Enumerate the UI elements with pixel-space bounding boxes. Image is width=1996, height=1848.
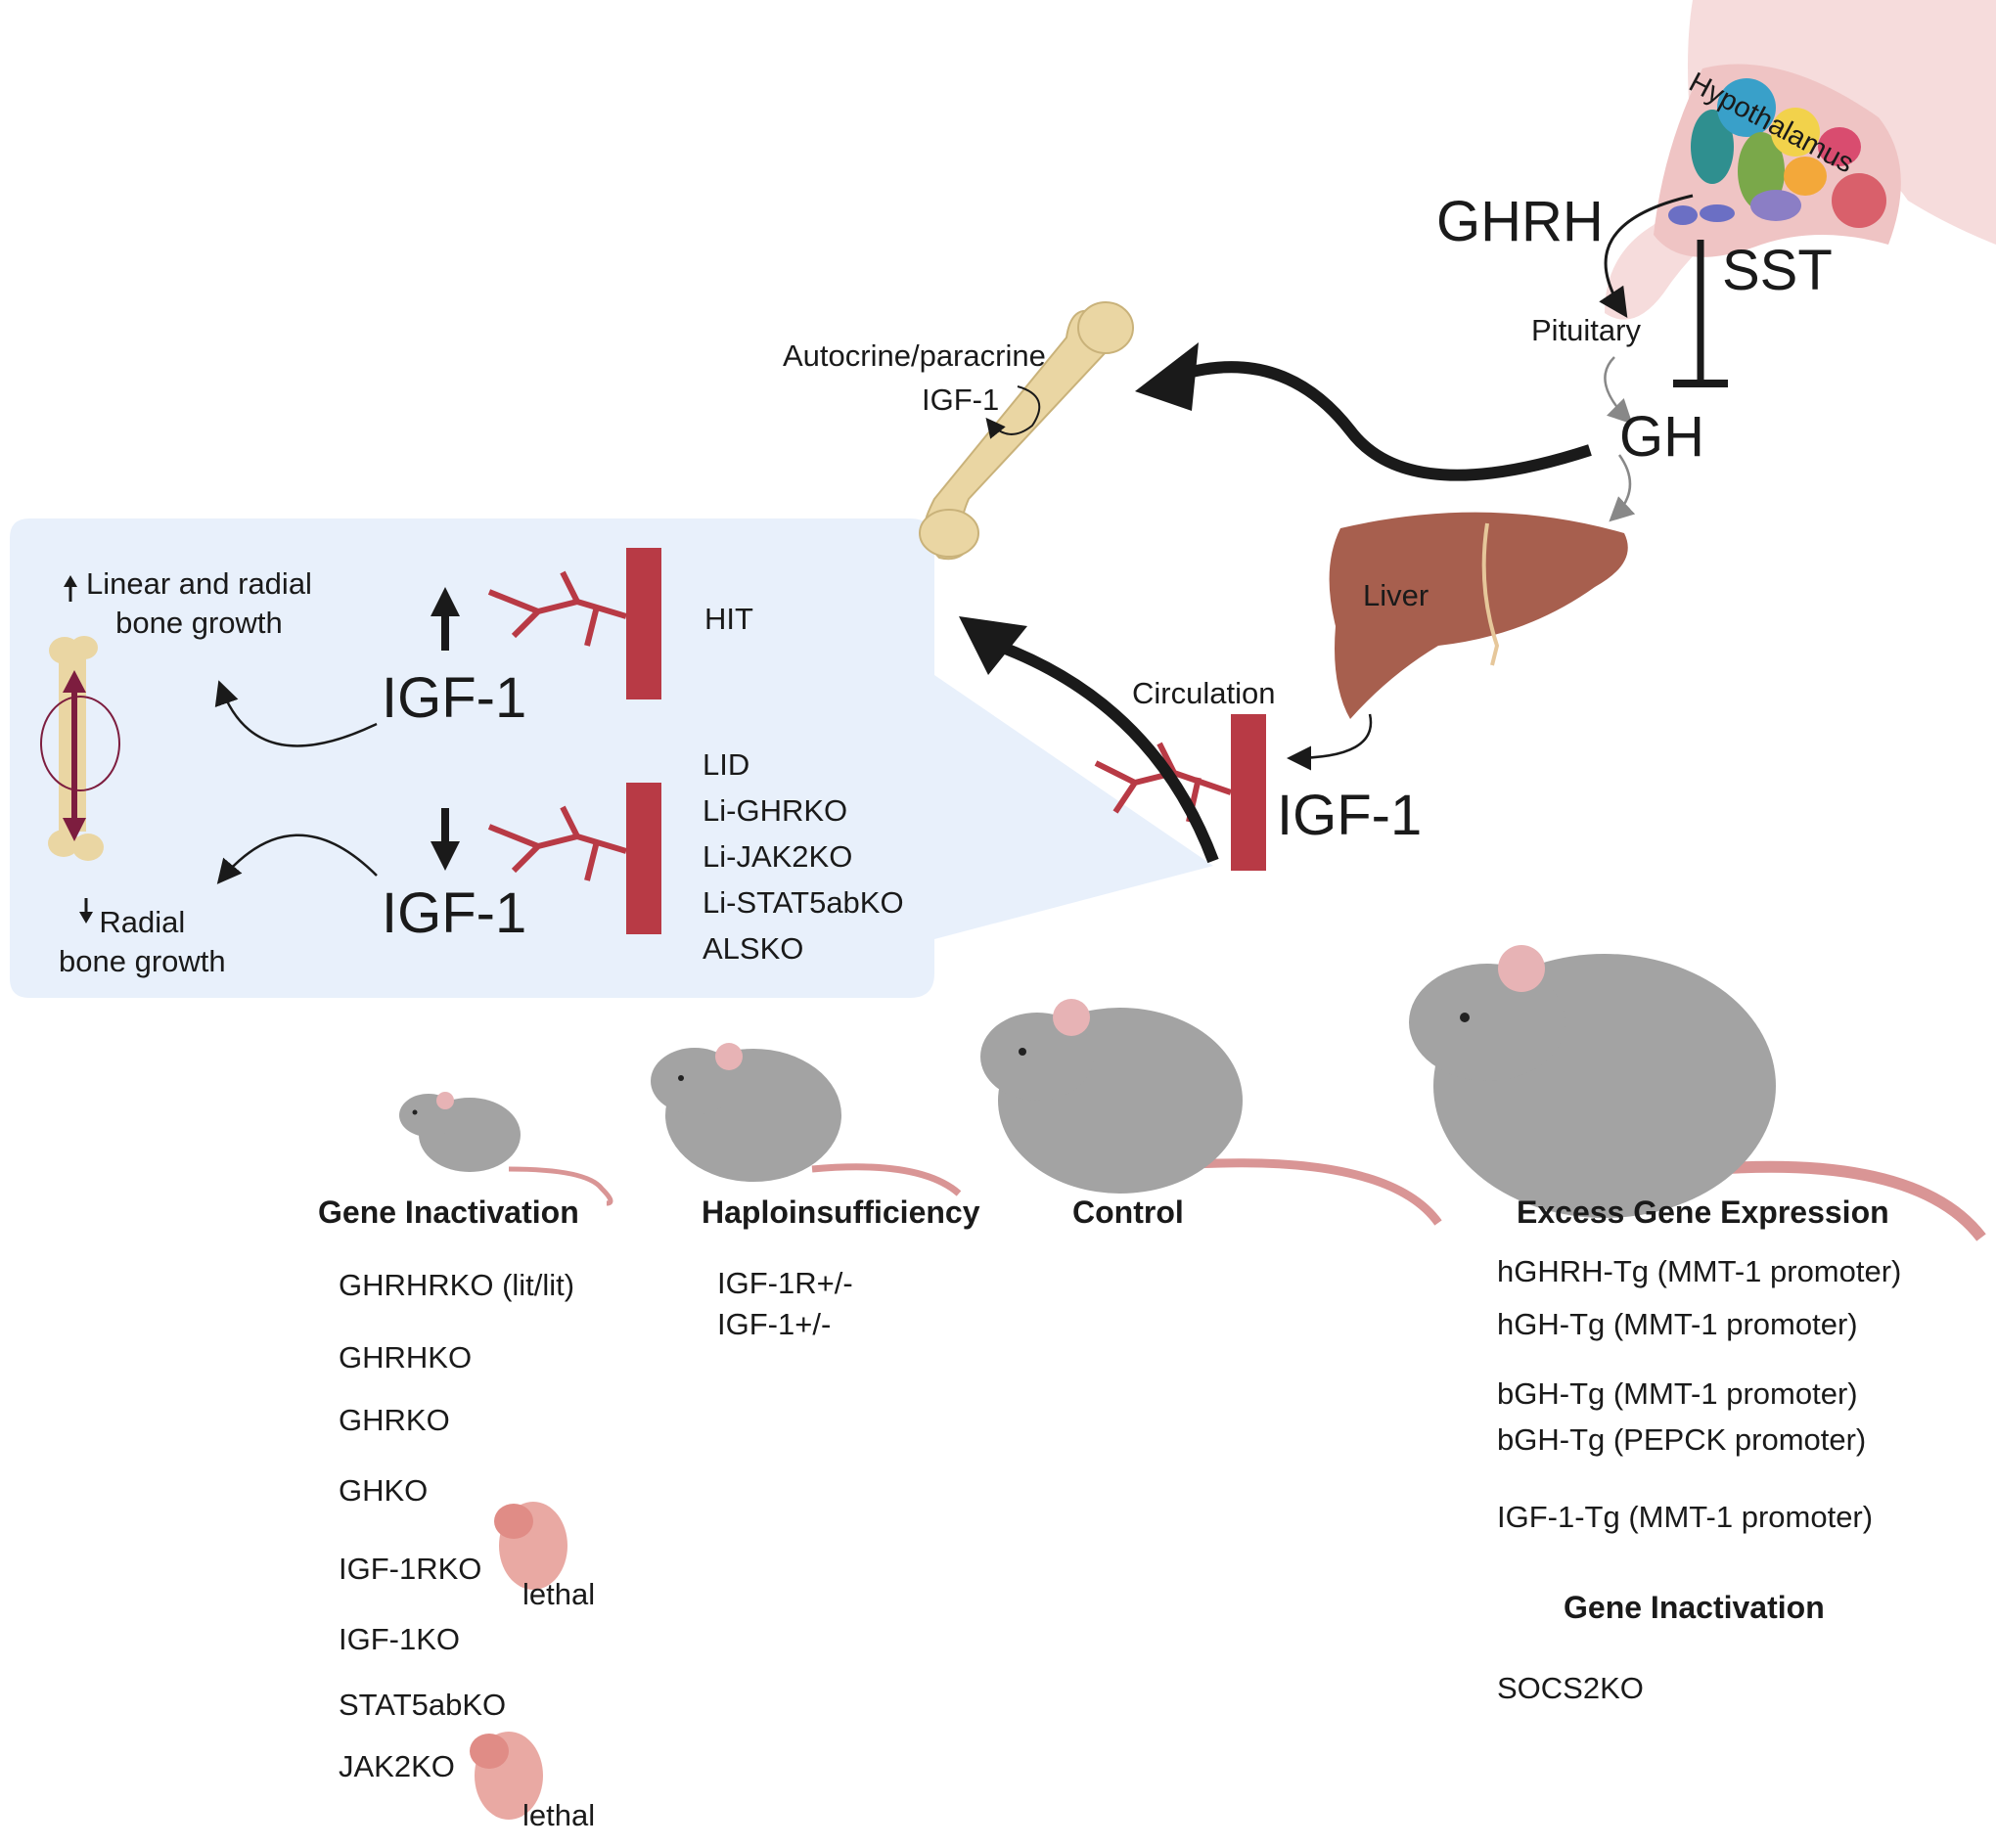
autocrine-loop — [985, 385, 1041, 439]
down-arrow-small-icon — [79, 898, 93, 924]
inset-top-model: HIT — [704, 602, 753, 636]
gene-inactivation-item: GHRHRKO (lit/lit) — [339, 1268, 575, 1302]
haploinsufficiency-item: IGF-1+/- — [717, 1307, 832, 1341]
inset-bottom-model: LID — [703, 747, 750, 782]
bone-length-arrow — [63, 670, 86, 841]
gene-inactivation-item: STAT5abKO — [339, 1688, 507, 1722]
gh-bone-arrow — [1172, 361, 1592, 481]
inset-bottom-model: ALSKO — [703, 931, 804, 966]
gene-inactivation-heading: Gene Inactivation — [318, 1194, 579, 1230]
gene-inactivation-item: IGF-1KO — [339, 1622, 461, 1656]
inset-bottom-effect: Radial bone growth — [59, 905, 226, 979]
circulation-vessel — [1094, 714, 1266, 871]
igf1-up-effect-arrow — [214, 680, 378, 747]
excess-item: hGH-Tg (MMT-1 promoter) — [1497, 1307, 1858, 1341]
inset-vessel-bottom — [487, 783, 661, 934]
mouse-large — [1409, 945, 1986, 1241]
liver-circulation-arrow — [1287, 713, 1373, 771]
circulation-igf1-label: IGF-1 — [1277, 784, 1423, 847]
haploinsufficiency-item: IGF-1R+/- — [717, 1266, 853, 1300]
pituitary-gh-arrow — [1604, 356, 1633, 425]
liver-illustration — [1329, 512, 1628, 719]
excess-item: IGF-1-Tg (MMT-1 promoter) — [1497, 1500, 1874, 1534]
bone-rotation-circle — [40, 696, 120, 791]
embryo-icon — [494, 1502, 567, 1590]
sst-label: SST — [1722, 239, 1833, 302]
up-arrow-small-icon — [64, 575, 77, 602]
lethal-label: lethal — [522, 1577, 596, 1611]
inset-top-effect: Linear and radial bone growth — [86, 566, 312, 641]
gh-bone-arrowhead — [1135, 342, 1199, 411]
femur-illustration — [919, 301, 1134, 561]
hypothalamus-illustration — [1605, 0, 1996, 320]
mouse-haploinsufficient — [651, 1043, 962, 1196]
liver-label: Liver — [1363, 578, 1429, 612]
excess-gene-inactivation-item: SOCS2KO — [1497, 1671, 1644, 1705]
mouse-control — [980, 999, 1442, 1226]
inset-bottom-model: Li-GHRKO — [703, 793, 848, 828]
gene-inactivation-item: JAK2KO — [339, 1749, 455, 1783]
gene-inactivation-item: GHRKO — [339, 1403, 450, 1437]
sst-inhibition — [1673, 240, 1728, 387]
autocrine-label: Autocrine/paracrine — [783, 338, 1046, 373]
inset-bottom-model: Li-STAT5abKO — [703, 885, 904, 920]
excess-item: hGHRH-Tg (MMT-1 promoter) — [1497, 1254, 1902, 1288]
mouse-small — [399, 1092, 613, 1206]
gh-label: GH — [1619, 405, 1704, 469]
embryo-icon — [470, 1732, 543, 1820]
circulation-bone-arrow — [995, 640, 1219, 864]
circulation-bone-arrowhead — [959, 616, 1027, 675]
circulation-label: Circulation — [1132, 676, 1276, 710]
excess-expression-heading: Excess Gene Expression — [1517, 1194, 1889, 1230]
inset-bottom-model: Li-JAK2KO — [703, 839, 853, 874]
gene-inactivation-item: IGF-1RKO — [339, 1552, 482, 1586]
ghrh-label: GHRH — [1436, 190, 1604, 253]
igf1-down-effect-arrow — [216, 834, 378, 884]
excess-gene-inactivation-heading: Gene Inactivation — [1564, 1590, 1825, 1625]
inset-bottom-igf1: IGF-1 — [382, 881, 527, 945]
pituitary-label: Pituitary — [1531, 313, 1641, 347]
ghrh-arrow — [1599, 194, 1694, 318]
gh-liver-arrow — [1609, 454, 1636, 522]
inset-vessel-top — [487, 548, 661, 699]
excess-item: bGH-Tg (PEPCK promoter) — [1497, 1422, 1867, 1457]
control-heading: Control — [1072, 1194, 1184, 1230]
lethal-label: lethal — [522, 1798, 596, 1832]
inset-top-igf1: IGF-1 — [382, 666, 527, 730]
igf1-decrease-arrow-icon — [431, 808, 460, 871]
inset-panel — [10, 518, 1213, 998]
gene-inactivation-item: GHKO — [339, 1473, 429, 1508]
bone-igf1-label: IGF-1 — [922, 383, 1000, 417]
excess-item: bGH-Tg (MMT-1 promoter) — [1497, 1376, 1858, 1411]
haploinsufficiency-heading: Haploinsufficiency — [702, 1194, 980, 1230]
gene-inactivation-item: GHRHKO — [339, 1340, 473, 1375]
igf1-increase-arrow-icon — [431, 587, 460, 651]
